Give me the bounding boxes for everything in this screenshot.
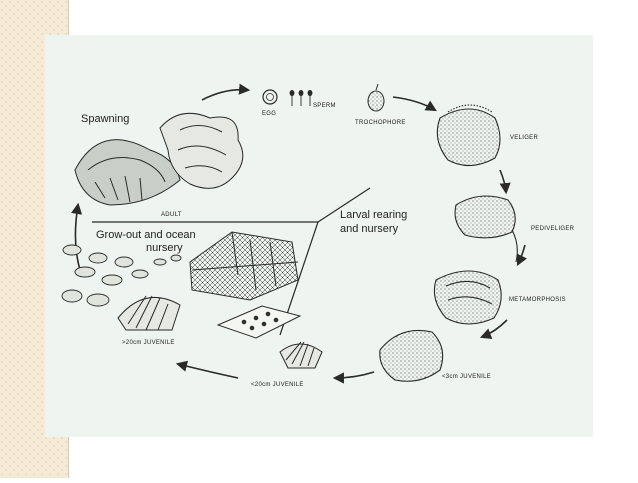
juvenile-20cm-more-label: >20cm JUVENILE: [122, 340, 175, 346]
egg-icon: [262, 89, 278, 105]
egg-label: EGG: [262, 111, 276, 117]
sperm-label: SPERM: [313, 103, 336, 109]
cycle-arrows: [71, 83, 528, 384]
ocean-nursery-label: nursery: [146, 242, 183, 254]
juvenile-3cm-label: <3cm JUVENILE: [442, 374, 491, 380]
growout-clams-icon: [61, 244, 182, 307]
metamorphosis-icon: [433, 270, 502, 325]
veliger-label: VELIGER: [510, 135, 538, 141]
trochophore-label: TROCHOPHORE: [355, 120, 406, 126]
larval-rearing-label: Larval rearing: [340, 209, 407, 221]
adult-label: ADULT: [161, 212, 182, 218]
juvenile-20cm-more-icon: [117, 295, 181, 331]
adult-clam: [74, 112, 244, 206]
nursery-tanks-icon: [189, 231, 302, 339]
spawning-label: Spawning: [81, 113, 129, 125]
metamorphosis-label: METAMORPHOSIS: [509, 297, 566, 303]
sperm-icon: [289, 89, 313, 106]
pediveliger-icon: [454, 195, 518, 263]
growout-label: Grow-out and ocean: [96, 229, 196, 241]
veliger-icon: [436, 104, 501, 167]
juvenile-20cm-less-icon: [279, 341, 323, 369]
nursery-label: and nursery: [340, 223, 399, 235]
juvenile-3cm-icon: [379, 329, 444, 382]
trochophore-icon: [367, 83, 385, 112]
pediveliger-label: PEDIVELIGER: [531, 226, 575, 232]
juvenile-20cm-less-label: <20cm JUVENILE: [251, 382, 304, 388]
